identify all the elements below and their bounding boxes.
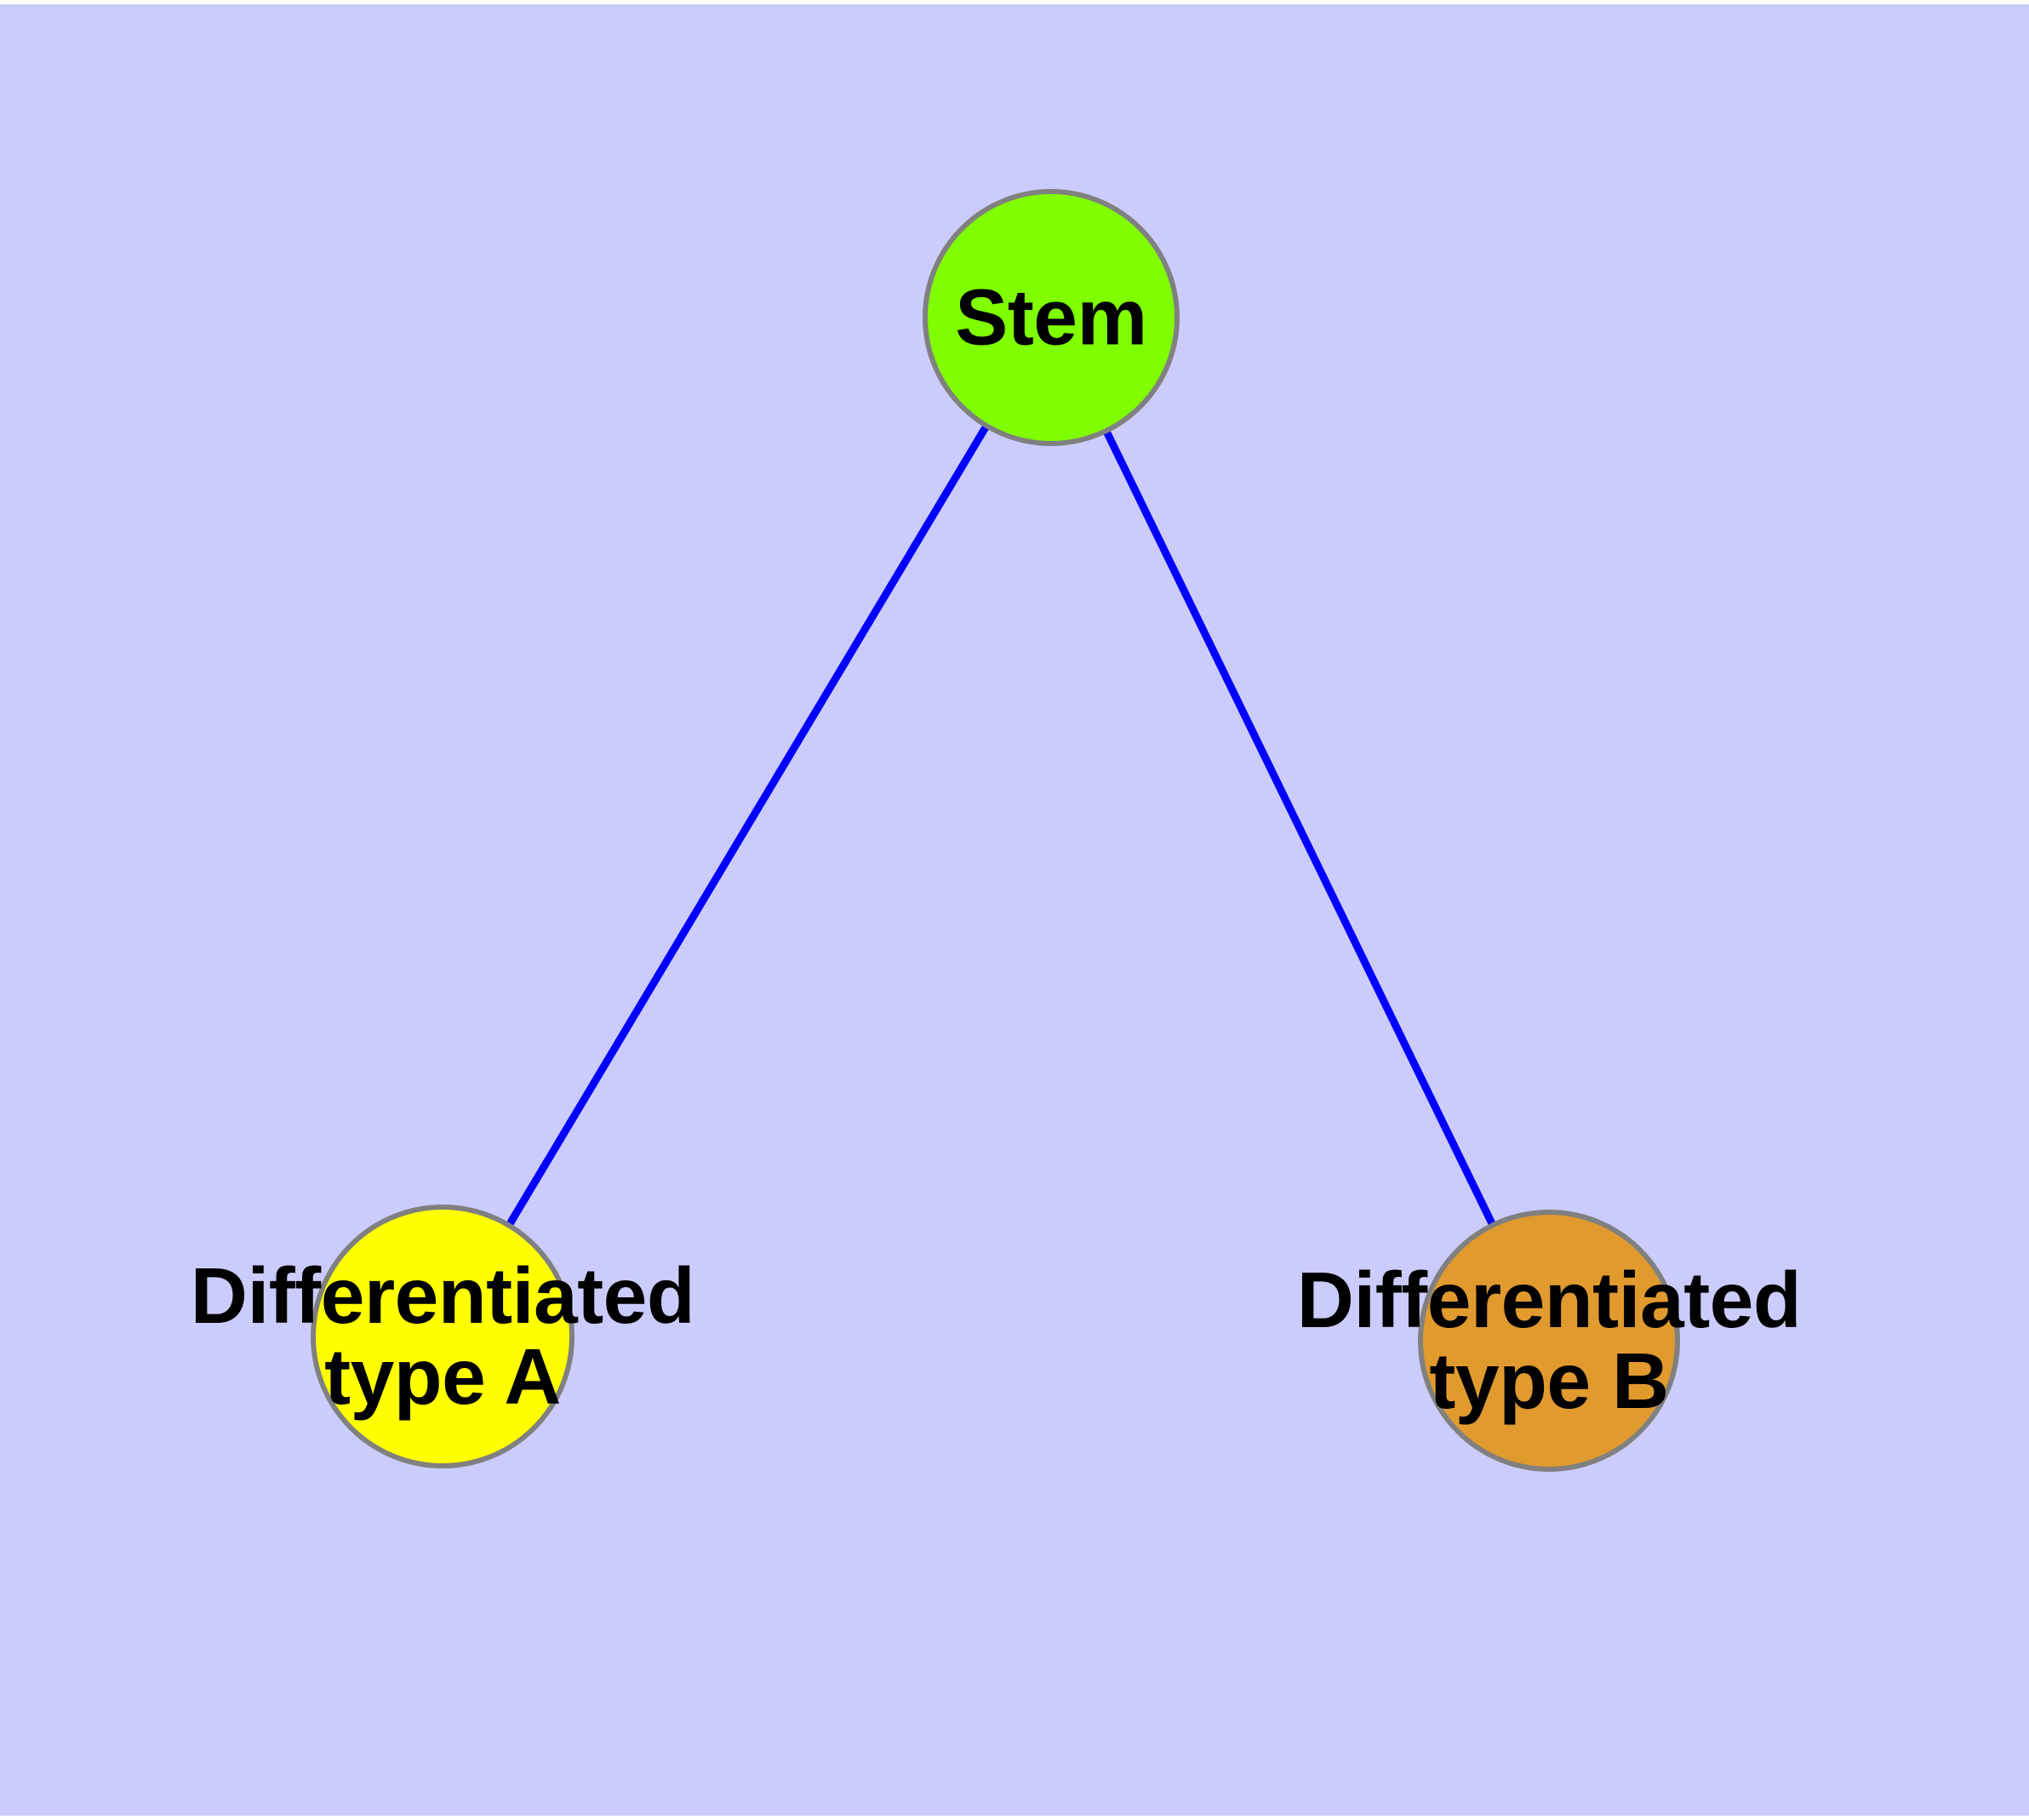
- edges-group: [504, 421, 1498, 1231]
- graph-node-diff_b[interactable]: [1418, 1210, 1680, 1472]
- graph-edge-stem-diff_b[interactable]: [1100, 426, 1498, 1230]
- graph-edge-stem-diff_a[interactable]: [504, 421, 992, 1231]
- nodes-group: [311, 189, 1680, 1472]
- graph-node-stem[interactable]: [923, 189, 1180, 446]
- graph-node-diff_a[interactable]: [311, 1205, 574, 1468]
